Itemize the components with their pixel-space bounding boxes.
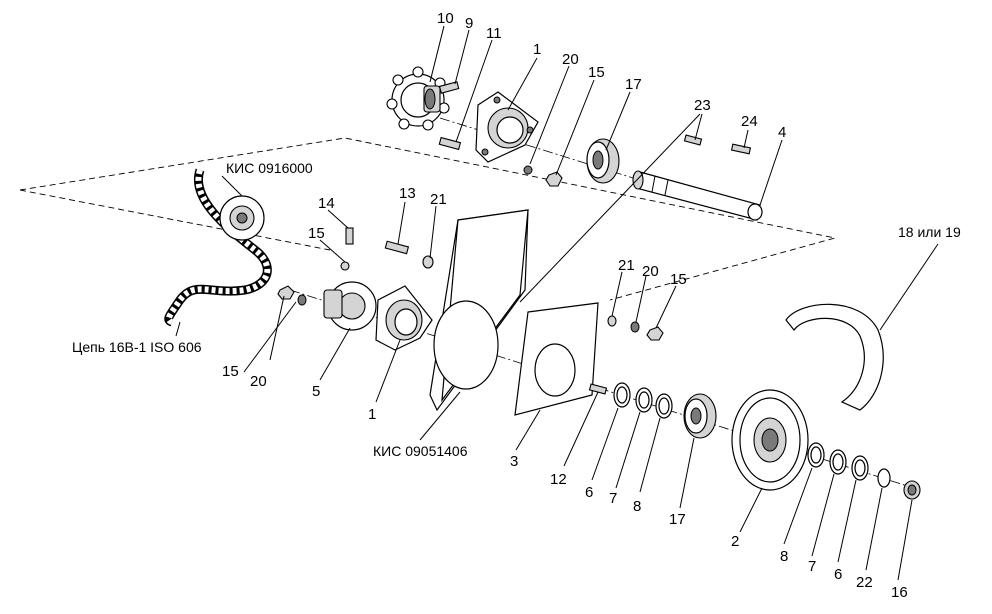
bolt-12 <box>588 383 608 395</box>
washer-20-upper <box>523 165 533 175</box>
part-label: 2 <box>731 533 739 550</box>
part-label: 13 <box>399 185 416 202</box>
part-label: 20 <box>642 263 659 280</box>
part-label: 7 <box>808 558 816 575</box>
caption-chain: Цепь 16B-1 ISO 606 <box>72 339 202 355</box>
pulley-2 <box>731 389 809 491</box>
retaining-ring-22 <box>877 468 891 488</box>
part-label: 12 <box>550 471 567 488</box>
part-label: 1 <box>368 406 376 423</box>
assembly-plane-outline <box>19 137 836 301</box>
part-label: 23 <box>694 97 711 114</box>
part-label: 6 <box>834 566 842 583</box>
part-label: 1 <box>533 41 541 58</box>
bolt-9 <box>438 81 460 94</box>
part-label: 7 <box>609 490 617 507</box>
caption-plate-assembly: КИС 09051406 <box>373 443 468 459</box>
part-label: 20 <box>562 51 579 68</box>
bearing-17-lower <box>683 393 717 439</box>
nut-15-right <box>646 326 664 341</box>
part-label: 5 <box>312 383 320 400</box>
key-24 <box>730 143 752 155</box>
sprocket-upper <box>386 66 450 131</box>
nut-15-mid <box>340 261 350 271</box>
washer-21-left <box>422 255 434 269</box>
part-label: 17 <box>669 511 686 528</box>
part-label: 21 <box>618 257 635 274</box>
part-label: 9 <box>465 15 473 32</box>
bolt-13 <box>384 240 410 255</box>
shaft-4 <box>632 170 763 221</box>
caption-sprocket-assembly: КИС 0916000 <box>226 160 313 176</box>
assembly-plane-edge <box>19 189 331 251</box>
part-label: 15 <box>588 64 605 81</box>
bolt-11 <box>438 136 462 151</box>
nut-15-upper <box>545 171 563 187</box>
belt-section <box>785 303 884 411</box>
part-label: 15 <box>308 225 325 242</box>
caption-belt-option: 18 или 19 <box>898 224 961 240</box>
upper-axis-line <box>439 117 721 206</box>
part-label: 16 <box>891 584 908 601</box>
part-label: 15 <box>670 271 687 288</box>
part-label: 4 <box>778 124 786 141</box>
bearing-housing-upper <box>475 91 539 163</box>
part-label: 3 <box>510 453 518 470</box>
mounting-plate <box>429 209 529 412</box>
part-label: 20 <box>250 373 267 390</box>
washer-21-right <box>607 315 617 327</box>
nut-16 <box>903 480 921 500</box>
part-label: 6 <box>585 484 593 501</box>
part-label: 14 <box>318 195 335 212</box>
part-label: 11 <box>486 25 502 42</box>
sprocket-chain-drive <box>219 195 265 241</box>
part-label: 22 <box>856 574 873 591</box>
part-label: 15 <box>222 363 239 380</box>
plate-3 <box>514 302 599 416</box>
part-label: 8 <box>780 548 788 565</box>
nut-15-left <box>277 285 295 300</box>
key-23 <box>683 134 703 146</box>
part-number-labels: 10 9 11 1 20 15 17 23 24 4 13 21 14 15 5… <box>222 10 908 601</box>
washer-20-right <box>630 321 640 333</box>
leader-lines <box>175 25 939 581</box>
washer-20-left <box>297 294 307 306</box>
sprocket-5 <box>323 281 377 331</box>
pin-14 <box>345 227 354 245</box>
bearing-17-upper <box>586 138 620 184</box>
part-label: 21 <box>430 191 447 208</box>
spacer-rings-left <box>613 382 673 419</box>
part-label: 24 <box>741 113 758 130</box>
part-label: 8 <box>633 498 641 515</box>
part-label: 10 <box>437 10 454 27</box>
part-label: 17 <box>625 76 642 93</box>
spacer-rings-right <box>807 442 869 481</box>
chain <box>164 168 272 327</box>
bearing-housing-lower <box>375 285 433 351</box>
